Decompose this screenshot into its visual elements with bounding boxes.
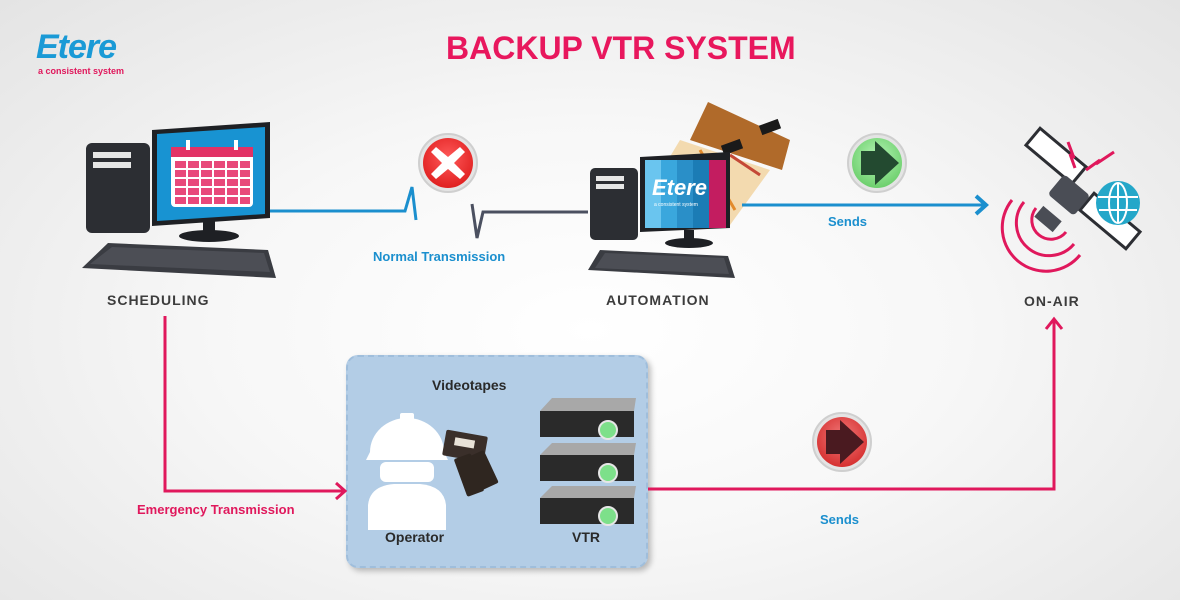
sends-bottom-line — [648, 316, 1064, 491]
green-arrow-icon — [847, 133, 907, 193]
scheduling-label: SCHEDULING — [107, 292, 210, 308]
emergency-transmission-line — [163, 316, 348, 501]
red-arrow-icon — [812, 412, 872, 472]
automation-screen-tagline: a consistent system — [654, 202, 698, 208]
normal-transmission-label: Normal Transmission — [373, 249, 506, 264]
vtr-label: VTR — [572, 529, 600, 545]
error-x-icon — [418, 133, 478, 193]
automation-screen-logo: Etere — [652, 175, 707, 200]
videotapes-label: Videotapes — [432, 377, 507, 393]
vtr-stack — [540, 398, 636, 526]
operator-icon — [366, 413, 448, 530]
sends-top-label: Sends — [828, 214, 868, 229]
logo-tagline: a consistent system — [38, 66, 125, 76]
vtr-device — [540, 398, 636, 440]
sends-bottom-label: Sends — [820, 512, 860, 527]
satellite-icon — [1000, 126, 1143, 273]
normal-transmission-line — [270, 186, 588, 239]
on-air-label: ON-AIR — [1024, 293, 1080, 309]
videotapes-icon — [442, 429, 499, 497]
automation-computer-icon: Etere a consistent system — [588, 102, 790, 278]
page-title: BACKUP VTR SYSTEM — [446, 30, 796, 66]
sends-top-line — [742, 194, 989, 216]
etere-logo: Etere — [36, 28, 117, 66]
scheduling-computer-icon — [82, 122, 276, 278]
automation-label: AUTOMATION — [606, 292, 710, 308]
operator-label: Operator — [385, 529, 445, 545]
vtr-device — [540, 443, 636, 483]
vtr-device — [540, 486, 636, 526]
emergency-transmission-label: Emergency Transmission — [137, 502, 295, 517]
